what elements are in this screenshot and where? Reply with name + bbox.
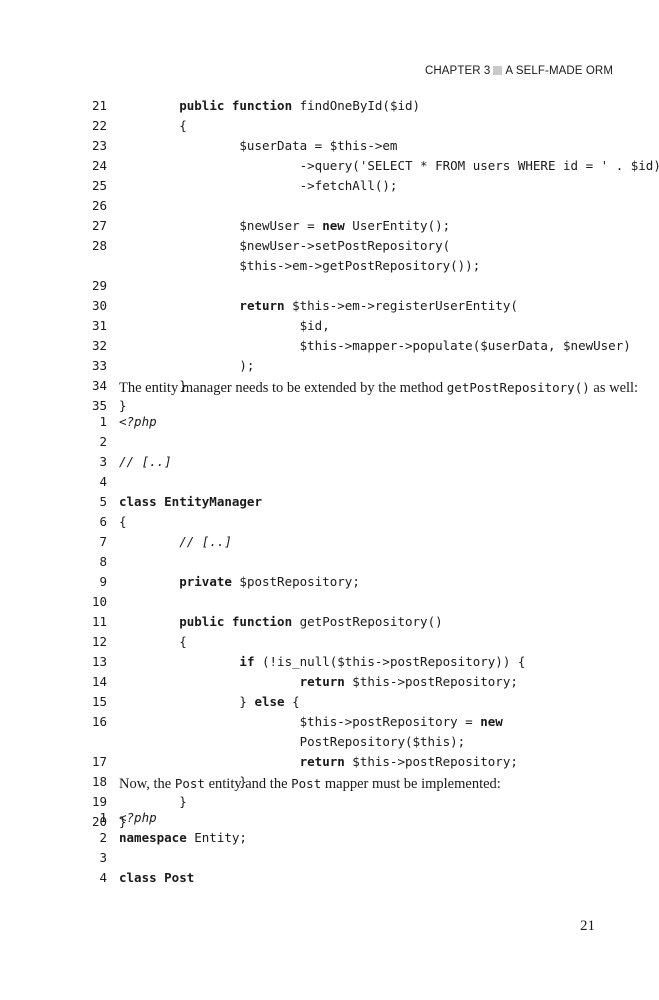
code-text: } else { xyxy=(119,694,300,709)
line-number: 4 xyxy=(99,474,107,489)
code-text: $id, xyxy=(119,318,330,333)
line-number: 4 xyxy=(99,870,107,885)
code-text: private $postRepository; xyxy=(179,574,360,589)
code-text: $this->postRepository = new xyxy=(119,714,503,729)
code-text: return $this->postRepository; xyxy=(299,674,518,689)
line-number: 28 xyxy=(91,238,107,253)
code-text: $this->em->getPostRepository()); xyxy=(119,258,481,273)
separator-square-icon xyxy=(493,66,503,75)
line-number: 22 xyxy=(91,118,107,133)
code-text: ); xyxy=(119,358,255,373)
code-text: } xyxy=(119,814,127,829)
code-text: { xyxy=(119,634,187,649)
code-text: } xyxy=(119,398,127,413)
line-number: 7 xyxy=(99,534,107,549)
code-text: ->query('SELECT * FROM users WHERE id = … xyxy=(119,158,659,173)
code-text: } xyxy=(119,378,187,393)
line-number: 17 xyxy=(91,754,107,769)
paragraph-post-entity: Now, the Post entity and the Post mapper… xyxy=(119,776,501,792)
code-text: PostRepository($this); xyxy=(119,734,466,749)
line-number: 27 xyxy=(91,218,107,233)
line-number: 29 xyxy=(91,278,107,293)
code-text: <?php xyxy=(119,414,157,429)
code-text: $newUser->setPostRepository( xyxy=(119,238,451,253)
code-text: } xyxy=(119,794,187,809)
line-number: 32 xyxy=(91,338,107,353)
inline-code: Post xyxy=(291,776,322,791)
line-number: 5 xyxy=(99,494,107,509)
code-text: return $this->postRepository; xyxy=(299,754,518,769)
line-number: 12 xyxy=(91,634,107,649)
line-number: 35 xyxy=(91,398,107,413)
line-number: 34 xyxy=(91,378,107,393)
line-number: 26 xyxy=(91,198,107,213)
line-number: 25 xyxy=(91,178,107,193)
code-text: class EntityManager xyxy=(119,494,262,509)
code-text: ->fetchAll(); xyxy=(119,178,398,193)
line-number: 2 xyxy=(99,830,107,845)
inline-code: getPostRepository() xyxy=(446,380,590,395)
code-text: return $this->em->registerUserEntity( xyxy=(239,298,518,313)
code-text: $this->mapper->populate($userData, $newU… xyxy=(119,338,631,353)
line-number: 2 xyxy=(99,434,107,449)
line-number: 33 xyxy=(91,358,107,373)
code-text: public function getPostRepository() xyxy=(179,614,443,629)
line-number: 9 xyxy=(99,574,107,589)
paragraph-entity-manager: The entity manager needs to be extended … xyxy=(119,380,639,396)
line-number: 18 xyxy=(91,774,107,789)
line-number: 6 xyxy=(99,514,107,529)
code-text: $userData = $this->em xyxy=(119,138,398,153)
line-number: 23 xyxy=(91,138,107,153)
line-number: 11 xyxy=(91,614,107,629)
code-text: if (!is_null($this->postRepository)) { xyxy=(239,654,526,669)
line-number: 3 xyxy=(99,454,107,469)
line-number: 1 xyxy=(99,810,107,825)
line-number: 8 xyxy=(99,554,107,569)
line-number: 14 xyxy=(91,674,107,689)
code-text: namespace Entity; xyxy=(119,830,247,845)
line-number: 1 xyxy=(99,414,107,429)
line-number: 15 xyxy=(91,694,107,709)
line-number: 24 xyxy=(91,158,107,173)
code-text: // [..] xyxy=(179,534,232,549)
line-number: 10 xyxy=(91,594,107,609)
chapter-label: CHAPTER 3 xyxy=(424,65,491,77)
line-number: 21 xyxy=(91,98,107,113)
running-header: CHAPTER 3 A SELF-MADE ORM xyxy=(425,65,613,77)
code-text: class Post xyxy=(119,870,195,885)
code-text: $newUser = new UserEntity(); xyxy=(119,218,451,233)
code-text: } xyxy=(119,774,247,789)
code-text: { xyxy=(119,514,127,529)
code-text: <?php xyxy=(119,810,157,825)
line-number: 13 xyxy=(91,654,107,669)
code-text: public function findOneById($id) xyxy=(179,98,421,113)
line-number: 20 xyxy=(91,814,107,829)
code-text: // [..] xyxy=(119,454,172,469)
chapter-title: A SELF-MADE ORM xyxy=(505,65,613,77)
inline-code: Post xyxy=(174,776,205,791)
line-number: 16 xyxy=(91,714,107,729)
page-number: 21 xyxy=(580,918,595,934)
code-text: { xyxy=(119,118,187,133)
line-number: 19 xyxy=(91,794,107,809)
line-number: 31 xyxy=(91,318,107,333)
line-number: 30 xyxy=(91,298,107,313)
line-number: 3 xyxy=(99,850,107,865)
